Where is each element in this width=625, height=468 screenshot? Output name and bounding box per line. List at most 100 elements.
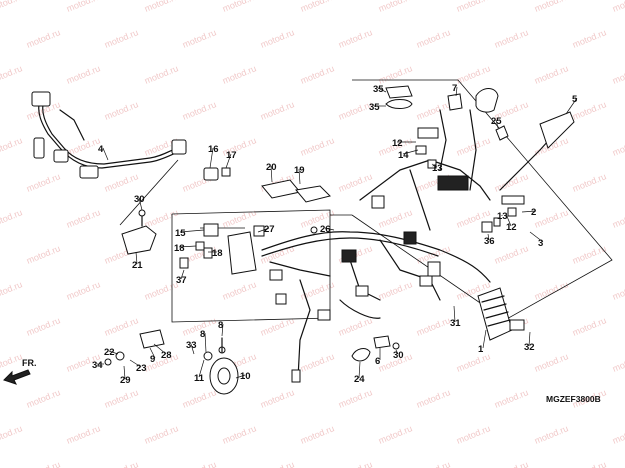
leader-line: [178, 245, 197, 248]
watermark-text: motod.ru: [571, 243, 608, 266]
watermark-text: motod.ru: [493, 243, 530, 266]
leader-line: [123, 365, 126, 380]
callout-label-25: 25: [491, 116, 502, 127]
callout-label-6: 6: [375, 356, 380, 367]
watermark-text: motod.ru: [221, 0, 258, 14]
watermark-text: motod.ru: [103, 27, 140, 50]
leader-line: [129, 359, 142, 368]
watermark-text: motod.ru: [221, 279, 258, 302]
horn-part-10: [104, 329, 239, 395]
watermark-text: motod.ru: [571, 459, 608, 468]
leader-line: [298, 168, 301, 185]
callout-label-8: 8: [200, 329, 205, 340]
callout-label-1: 1: [478, 344, 484, 355]
callout-label-36: 36: [484, 236, 495, 247]
leader-line: [482, 329, 487, 349]
callout-label-20: 20: [266, 162, 277, 173]
watermark-text: motod.ru: [181, 387, 218, 410]
watermark-text: motod.ru: [493, 27, 530, 50]
watermark-text: motod.ru: [611, 279, 625, 302]
leader-line: [565, 97, 578, 115]
callout-label-15: 15: [175, 228, 186, 239]
watermark-text: motod.ru: [493, 387, 530, 410]
callout-label-22: 22: [104, 347, 115, 358]
watermark-text: motod.ru: [0, 279, 24, 302]
lower-center-parts: [310, 226, 400, 362]
watermark-text: motod.ru: [377, 279, 414, 302]
callout-label-35: 35: [369, 102, 380, 113]
callout-label-30: 30: [393, 350, 404, 361]
watermark-text: motod.ru: [611, 135, 625, 158]
watermark-text: motod.ru: [493, 459, 530, 468]
leader-line: [453, 305, 456, 323]
leader-line: [209, 147, 214, 169]
watermark-text: motod.ru: [0, 0, 24, 14]
watermark-text: motod.ru: [377, 0, 414, 14]
watermark-text: motod.ru: [377, 423, 414, 446]
callout-label-12: 12: [506, 222, 517, 233]
callout-label-5: 5: [572, 94, 578, 105]
leader-line: [108, 350, 119, 355]
leader-line: [225, 153, 232, 169]
leader-line: [102, 147, 109, 161]
callout-label-32: 32: [524, 342, 535, 353]
leader-line: [235, 374, 246, 379]
watermark-text: motod.ru: [611, 351, 625, 374]
leader-line: [149, 347, 156, 359]
watermark-text: motod.ru: [65, 279, 102, 302]
watermark-text: motod.ru: [493, 171, 530, 194]
leader-line: [487, 233, 490, 241]
watermark-text: motod.ru: [259, 27, 296, 50]
watermark-text: motod.ru: [103, 315, 140, 338]
callout-label-11: 11: [194, 373, 205, 384]
callout-label-24: 24: [354, 374, 365, 385]
watermark-text: motod.ru: [65, 0, 102, 14]
watermark-text: motod.ru: [143, 423, 180, 446]
watermark-text: motod.ru: [259, 459, 296, 468]
leader-line: [495, 119, 499, 129]
callout-label-12: 12: [392, 138, 403, 149]
watermark-text: motod.ru: [0, 63, 24, 86]
callout-label-29: 29: [120, 375, 131, 386]
leader-line: [221, 323, 224, 337]
watermark-text: motod.ru: [299, 135, 336, 158]
callout-label-28: 28: [161, 350, 172, 361]
callout-label-7: 7: [452, 83, 457, 94]
callout-label-33: 33: [186, 340, 197, 351]
leader-line: [521, 210, 537, 213]
callout-label-37: 37: [176, 275, 187, 286]
watermark-text: motod.ru: [143, 279, 180, 302]
watermark-text: motod.ru: [299, 423, 336, 446]
watermark-text: motod.ru: [25, 243, 62, 266]
leader-line: [180, 269, 185, 280]
watermark-text: motod.ru: [377, 63, 414, 86]
watermark-text: motod.ru: [181, 459, 218, 468]
leader-line: [431, 163, 438, 168]
watermark-text: motod.ru: [455, 351, 492, 374]
front-direction-arrow: FR.: [3, 358, 37, 385]
main-harness-part-3: [261, 109, 559, 383]
watermark-text: motod.ru: [65, 207, 102, 230]
watermark-text: motod.ru: [0, 351, 24, 374]
leader-line: [402, 149, 419, 155]
callout-label-13: 13: [497, 211, 508, 222]
callout-label-19: 19: [294, 165, 305, 176]
callout-label-21: 21: [132, 260, 143, 271]
watermark-text: motod.ru: [571, 171, 608, 194]
watermark-text: motod.ru: [533, 279, 570, 302]
watermark-text: motod.ru: [337, 27, 374, 50]
watermark-text: motod.ru: [533, 351, 570, 374]
relay-group: [179, 223, 265, 275]
watermark-text: motod.ru: [143, 63, 180, 86]
callout-label-8: 8: [218, 320, 223, 331]
watermark-text: motod.ru: [611, 423, 625, 446]
watermark-text: motod.ru: [103, 387, 140, 410]
watermark-text: motod.ru: [415, 27, 452, 50]
callout-label-27: 27: [264, 224, 275, 235]
watermark-text: motod.ru: [25, 459, 62, 468]
watermark-text: motod.ru: [337, 171, 374, 194]
watermark-text: motod.ru: [299, 351, 336, 374]
watermark-text: motod.ru: [143, 207, 180, 230]
callout-label-14: 14: [398, 150, 409, 161]
